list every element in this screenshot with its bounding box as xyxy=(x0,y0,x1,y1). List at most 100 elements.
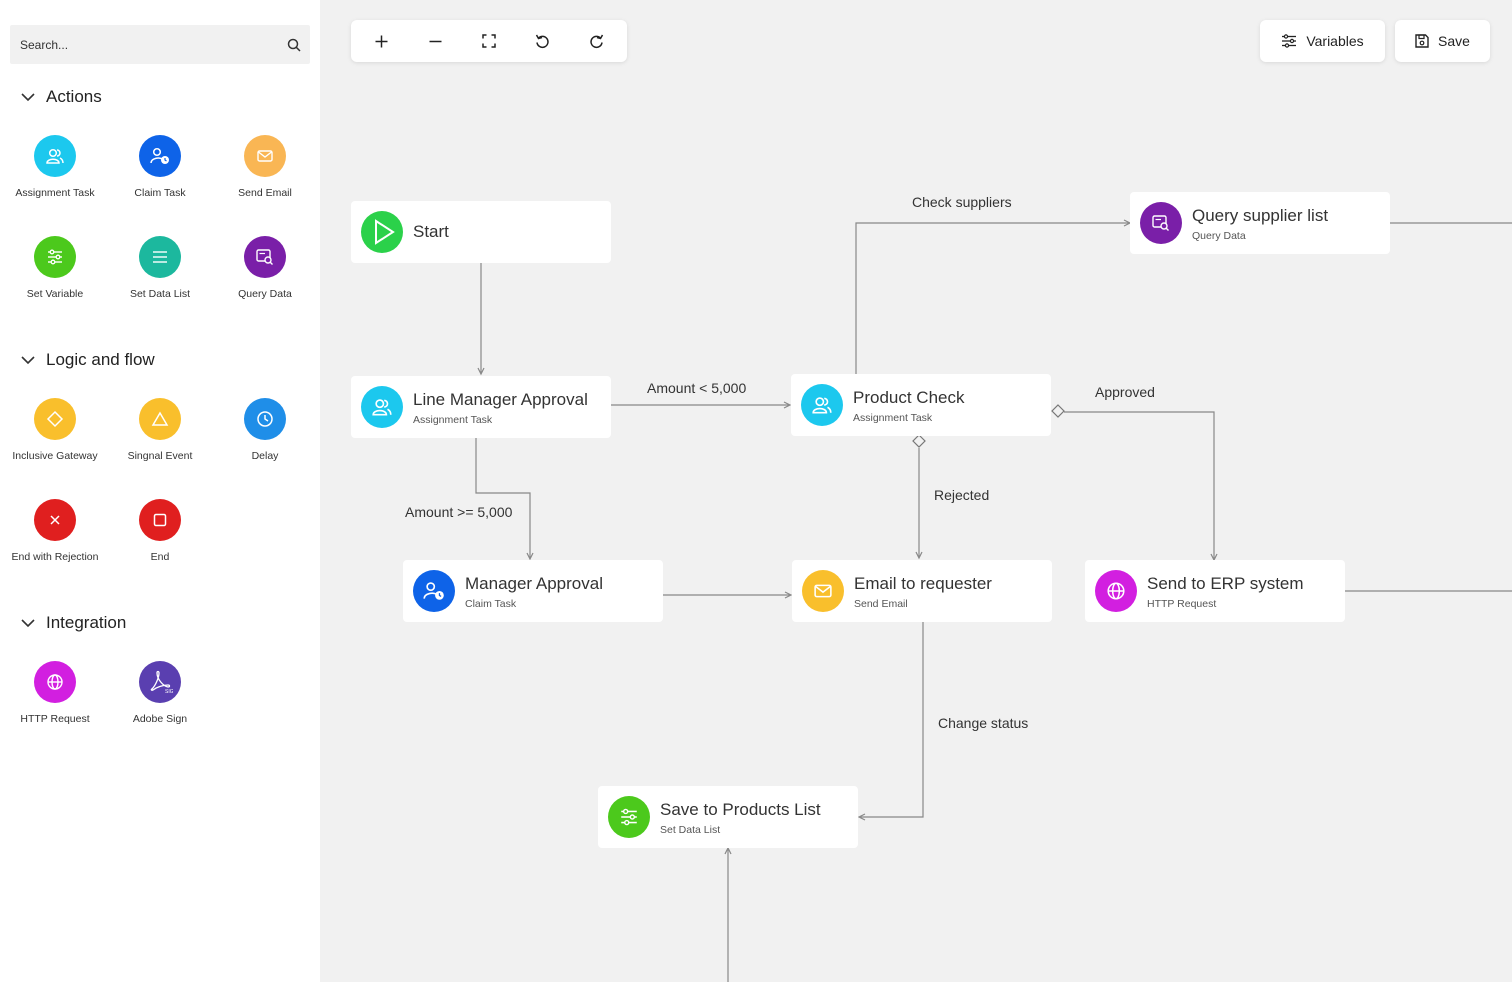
edge-label-amount-gte: Amount >= 5,000 xyxy=(405,504,513,520)
palette-item-claim-task[interactable]: Claim Task xyxy=(108,135,212,199)
node-subtitle: Claim Task xyxy=(465,598,517,610)
node-subtitle: Set Data List xyxy=(660,824,721,836)
sliders-icon xyxy=(1282,34,1297,48)
node-title: Manager Approval xyxy=(465,574,603,593)
edge-label-amount-lt: Amount < 5,000 xyxy=(647,380,747,396)
node-title: Query supplier list xyxy=(1192,206,1329,225)
palette-item-set-variable[interactable]: Set Variable xyxy=(3,236,107,300)
palette-item-label: Inclusive Gateway xyxy=(12,450,98,462)
close-icon xyxy=(34,499,76,541)
node-subtitle: Send Email xyxy=(854,598,908,610)
globe-icon xyxy=(1095,570,1137,612)
query-data-icon xyxy=(244,236,286,278)
node-subtitle: Query Data xyxy=(1192,230,1246,242)
section-logic-header[interactable]: Logic and flow xyxy=(20,350,155,370)
node-email-to-requester[interactable]: Email to requester Send Email xyxy=(792,560,1052,622)
clock-icon xyxy=(244,398,286,440)
palette-item-label: Delay xyxy=(251,450,279,462)
palette-item-label: Adobe Sign xyxy=(132,713,188,725)
node-title: Product Check xyxy=(853,388,965,407)
palette-item-assignment-task[interactable]: Assignment Task xyxy=(3,135,107,199)
adobe-sign-icon: SIGN xyxy=(139,661,181,703)
users-icon xyxy=(34,135,76,177)
palette-item-label: Set Data List xyxy=(129,288,191,300)
node-title: Save to Products List xyxy=(660,800,821,819)
mail-icon xyxy=(802,570,844,612)
list-icon xyxy=(139,236,181,278)
palette-item-end[interactable]: End xyxy=(108,499,212,563)
palette-item-delay[interactable]: Delay xyxy=(213,398,317,462)
variables-button[interactable]: Variables xyxy=(1260,20,1385,62)
fit-view-button[interactable] xyxy=(471,20,507,62)
edge-email-to-save-products xyxy=(860,622,924,818)
node-save-to-products-list[interactable]: Save to Products List Set Data List xyxy=(598,786,858,848)
palette-item-label: Send Email xyxy=(238,187,292,199)
node-subtitle: Assignment Task xyxy=(413,414,493,426)
variables-label: Variables xyxy=(1306,33,1364,49)
palette-item-signal-event[interactable]: Singnal Event xyxy=(108,398,212,462)
mail-icon xyxy=(244,135,286,177)
gateway-diamond-rejected xyxy=(912,434,926,448)
node-send-to-erp[interactable]: Send to ERP system HTTP Request xyxy=(1085,560,1345,622)
user-clock-icon xyxy=(413,570,455,612)
node-line-manager-approval[interactable]: Line Manager Approval Assignment Task xyxy=(351,376,611,438)
node-title: Email to requester xyxy=(854,574,992,593)
node-title: Start xyxy=(413,222,449,241)
palette-item-label: Set Variable xyxy=(26,288,84,300)
palette-item-set-data-list[interactable]: Set Data List xyxy=(108,236,212,300)
plus-icon xyxy=(375,35,387,47)
edge-label-check-suppliers: Check suppliers xyxy=(912,194,1012,210)
save-button[interactable]: Save xyxy=(1395,20,1490,62)
undo-button[interactable] xyxy=(524,20,560,62)
edge-product-check-to-query-supplier xyxy=(855,222,1129,375)
sliders-icon xyxy=(608,796,650,838)
section-logic-title: Logic and flow xyxy=(46,350,155,369)
palette-sidebar: Actions Assignment Task Claim Task Send … xyxy=(0,0,320,982)
palette-item-end-with-rejection[interactable]: End with Rejection xyxy=(3,499,107,563)
node-query-supplier-list[interactable]: Query supplier list Query Data xyxy=(1130,192,1390,254)
palette-item-label: End xyxy=(150,551,170,563)
section-actions-title: Actions xyxy=(46,87,102,106)
palette-item-label: Claim Task xyxy=(134,187,186,199)
query-data-icon xyxy=(1140,202,1182,244)
palette-item-inclusive-gateway[interactable]: Inclusive Gateway xyxy=(3,398,107,462)
node-product-check[interactable]: Product Check Assignment Task xyxy=(791,374,1051,436)
edge-line-manager-to-manager-approval xyxy=(475,437,531,558)
palette-item-label: HTTP Request xyxy=(20,713,90,725)
palette-item-http-request[interactable]: HTTP Request xyxy=(3,661,107,725)
edge-label-approved: Approved xyxy=(1095,384,1155,400)
palette-item-adobe-sign[interactable]: SIGN Adobe Sign xyxy=(108,661,212,725)
chevron-down-icon xyxy=(21,356,35,365)
diamond-icon xyxy=(34,398,76,440)
gateway-diamond-approved xyxy=(1051,404,1065,418)
zoom-out-button[interactable] xyxy=(417,20,453,62)
node-title: Send to ERP system xyxy=(1147,574,1304,593)
palette-item-label: Query Data xyxy=(238,288,292,300)
play-icon xyxy=(361,211,403,253)
section-actions-header[interactable]: Actions xyxy=(20,87,102,107)
node-start[interactable]: Start xyxy=(351,201,611,263)
palette-item-label: Assignment Task xyxy=(15,187,95,199)
palette-item-send-email[interactable]: Send Email xyxy=(213,135,317,199)
section-integration-header[interactable]: Integration xyxy=(20,613,126,633)
palette-item-query-data[interactable]: Query Data xyxy=(213,236,317,300)
redo-button[interactable] xyxy=(578,20,614,62)
undo-icon xyxy=(535,34,549,48)
save-label: Save xyxy=(1438,33,1470,49)
node-manager-approval[interactable]: Manager Approval Claim Task xyxy=(403,560,663,622)
square-icon xyxy=(139,499,181,541)
node-subtitle: Assignment Task xyxy=(853,412,933,424)
fullscreen-icon xyxy=(482,34,496,48)
node-title: Line Manager Approval xyxy=(413,390,588,409)
section-integration-title: Integration xyxy=(46,613,127,632)
search-box xyxy=(10,25,310,64)
palette-item-label: End with Rejection xyxy=(11,551,99,563)
search-input[interactable] xyxy=(10,25,280,64)
chevron-down-icon xyxy=(21,93,35,102)
zoom-in-button[interactable] xyxy=(363,20,399,62)
users-icon xyxy=(361,386,403,428)
edge-label-rejected: Rejected xyxy=(934,487,990,503)
chevron-down-icon xyxy=(21,619,35,628)
search-icon[interactable] xyxy=(287,38,301,52)
